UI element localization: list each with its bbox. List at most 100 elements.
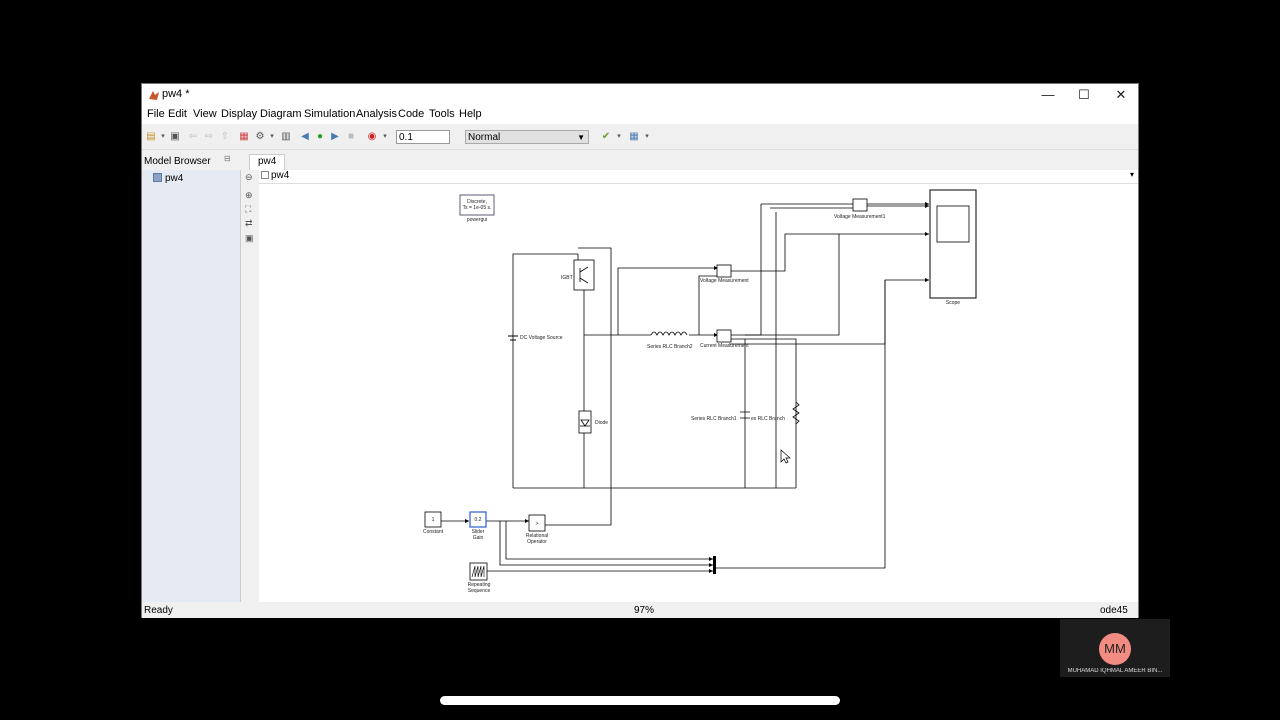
scope-label: Scope [946,300,960,306]
diagram-svg: Discrete,Ts = 1e-05 s. powergui IGBT DC … [423,189,977,594]
config-dropdown-icon[interactable]: ▾ [270,133,274,140]
stop-icon[interactable]: ■ [347,131,355,142]
menu-simulation[interactable]: Simulation [304,108,356,120]
constant-block[interactable] [424,511,442,528]
rlc1-block[interactable] [740,411,750,419]
wire [729,279,929,345]
close-button[interactable]: ✕ [1115,87,1127,102]
igbt-block[interactable] [573,259,595,291]
rlc-label: es RLC Branch [751,416,785,422]
new-dropdown-icon[interactable]: ▾ [161,133,165,140]
simulation-mode-select[interactable]: Normal ▼ [465,130,589,144]
slider-gain-label-2: Gain [473,535,484,541]
repseq-block[interactable] [469,562,488,581]
solver-name[interactable]: ode45 [1100,605,1128,616]
model-browser-panel: pw4 « [142,170,251,602]
igbt-symbol [579,266,589,284]
status-text: Ready [144,605,173,616]
diode-block[interactable] [578,410,592,434]
data-inspector-icon[interactable]: ▦ [629,131,639,142]
model-icon [153,173,162,182]
arrow-icon[interactable]: ⇄ [245,218,253,228]
hide-browser-icon[interactable]: ⊖ [245,172,253,182]
menu-edit[interactable]: Edit [168,108,187,120]
chevron-down-icon: ▼ [577,133,585,142]
menu-code[interactable]: Code [398,108,425,120]
toolbar: ▤ ▾ ▣ ⇦ ⇨ ⇧ ▦ ⚙ ▾ ▥ ◀ ● ▶ ■ ◉ ▾ 0.1 Norm… [142,125,1138,150]
step-forward-icon[interactable]: ▶ [331,131,339,142]
current-meas-block[interactable] [716,329,732,343]
dc-source-block[interactable] [508,335,518,341]
rlc2-block[interactable] [650,331,688,336]
stop-time-input[interactable]: 0.1 [396,130,450,144]
library-browser-icon[interactable]: ▦ [239,131,249,142]
diagram-canvas[interactable]: Discrete,Ts = 1e-05 s. powergui IGBT DC … [259,184,1138,602]
up-icon[interactable]: ⇧ [220,131,230,142]
wire [724,234,840,336]
menu-diagram[interactable]: Diagram [260,108,302,120]
breadcrumb-item[interactable]: pw4 [271,170,290,181]
new-model-icon[interactable]: ▤ [146,131,156,142]
relop-label-1: Relational [526,533,548,539]
voltage-meas1-label: Voltage Measurement1 [834,214,886,220]
wire [544,524,612,526]
tab-pw4[interactable]: pw4 [249,154,286,171]
mouse-cursor-icon [780,449,791,464]
participant-tile: MM MUHAMAD IQHMAL AMEER BIN... [1060,619,1170,677]
dc-source-label: DC Voltage Source [520,335,563,341]
back-icon[interactable]: ⇦ [188,131,198,142]
menu-display[interactable]: Display [221,108,258,120]
powergui-text: Discrete,Ts = 1e-05 s. [463,199,492,211]
current-meas-label: Current Measurement [700,343,749,349]
menu-analysis[interactable]: Analysis [356,108,397,120]
editor-tabs: pw4 [241,154,1138,171]
menu-tools[interactable]: Tools [429,108,455,120]
wire [745,204,762,336]
home-indicator[interactable] [440,696,840,705]
wire [505,521,713,560]
menu-help[interactable]: Help [459,108,482,120]
rlc-block[interactable] [792,401,800,425]
mux-block[interactable] [713,556,716,574]
check-icon[interactable]: ✔ [601,131,611,142]
image-icon[interactable]: ▣ [245,233,254,243]
model-browser-header: Model Browser ⊟ [142,154,240,168]
repseq-symbol [471,565,485,578]
rlc1-label: Series RLC Branch1 [691,416,737,422]
wire [730,338,797,488]
run-icon[interactable]: ● [316,131,324,142]
pin-icon[interactable]: ⊟ [224,154,231,163]
wire [578,247,612,524]
save-icon[interactable]: ▣ [170,131,180,142]
voltage-meas1-block[interactable] [852,198,868,212]
menu-file[interactable]: File [147,108,165,120]
check-dropdown-icon[interactable]: ▾ [617,133,621,140]
wire [716,280,886,569]
fit-view-icon[interactable]: ⛶ [245,204,252,214]
maximize-button[interactable]: ☐ [1078,87,1090,102]
tree-item-pw4[interactable]: pw4 [165,173,184,184]
participant-name: MUHAMAD IQHMAL AMEER BIN... [1067,668,1163,674]
voltage-meas-block[interactable] [716,264,732,278]
igbt-label: IGBT [561,275,573,281]
model-explorer-icon[interactable]: ▥ [281,131,291,142]
minimize-button[interactable]: — [1041,87,1055,102]
powergui-block[interactable] [459,194,495,216]
step-back-icon[interactable]: ◀ [301,131,309,142]
model-config-icon[interactable]: ⚙ [255,131,265,142]
wire [512,253,578,488]
wire [617,267,718,335]
diode-symbol [580,419,590,427]
inspector-dropdown-icon[interactable]: ▾ [645,133,649,140]
breadcrumb-dropdown-icon[interactable]: ▾ [1129,170,1134,179]
slider-gain-value: 0.2 [475,517,482,523]
slider-gain-block[interactable] [469,511,487,528]
record-dropdown-icon[interactable]: ▾ [383,133,387,140]
menu-view[interactable]: View [193,108,217,120]
zoom-icon[interactable]: ⊕ [245,190,253,200]
forward-icon[interactable]: ⇨ [204,131,214,142]
constant-value: 1 [432,517,435,523]
record-icon[interactable]: ◉ [367,131,377,142]
relop-block[interactable] [528,514,546,532]
zoom-level: 97% [634,605,655,616]
